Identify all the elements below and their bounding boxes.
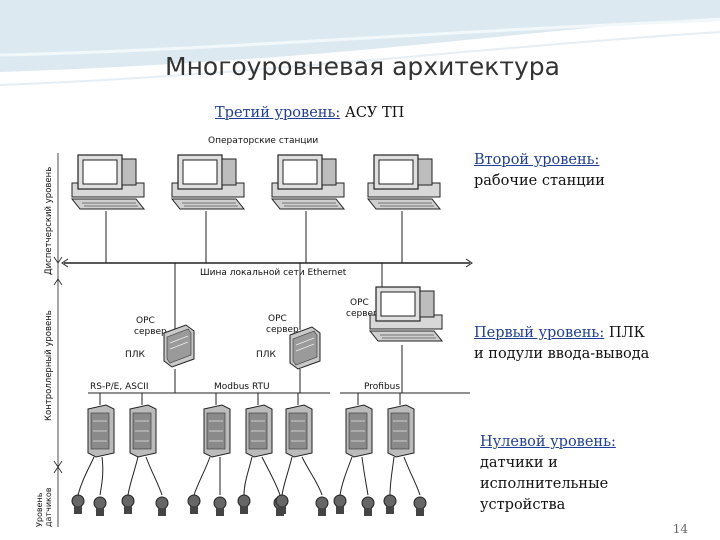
operator-stations-label: Операторские станции bbox=[208, 136, 318, 146]
operator-station-3 bbox=[271, 154, 345, 210]
bus-label-modbus: Modbus RTU bbox=[214, 382, 270, 392]
field-sensors bbox=[71, 494, 427, 517]
operator-station-4 bbox=[367, 154, 441, 210]
operator-station-1 bbox=[71, 154, 145, 210]
io-modules bbox=[87, 393, 415, 458]
page-number: 14 bbox=[672, 522, 688, 536]
opc-label-3: OPC bbox=[350, 298, 369, 308]
level-two-label: Второй уровень: bbox=[474, 152, 600, 168]
side-label-control: Контроллерный уровень bbox=[44, 310, 54, 421]
page-title: Многоуровневая архитектура bbox=[165, 52, 560, 81]
lan-bus-label: Шина локальной сети Ethernet bbox=[200, 268, 347, 278]
plc-label-2: ПЛК bbox=[256, 350, 277, 360]
level-one-label: Первый уровень: bbox=[474, 325, 605, 341]
bus-label-rs: RS-P/E, ASCII bbox=[90, 382, 149, 392]
architecture-diagram: Диспетчерский уровень Контроллерный уров… bbox=[35, 136, 473, 527]
plc-1 bbox=[163, 324, 195, 368]
level-zero-text-3: устройства bbox=[480, 497, 566, 513]
level-one-text-2: и подули ввода-вывода bbox=[474, 346, 650, 362]
level-zero-caption: Нулевой уровень: датчики и исполнительны… bbox=[480, 432, 616, 516]
server-label-1: сервер bbox=[134, 327, 167, 337]
level-three-caption: Третий уровень: АСУ ТП bbox=[215, 103, 404, 124]
sensor-cables bbox=[77, 456, 421, 496]
level-one-caption: Первый уровень: ПЛК и подули ввода-вывод… bbox=[474, 323, 650, 365]
server-label-3: сервер bbox=[346, 309, 379, 319]
server-label-2: сервер bbox=[266, 325, 299, 335]
level-zero-label: Нулевой уровень: bbox=[480, 434, 616, 450]
plc-2 bbox=[289, 326, 321, 370]
level-one-text-1: ПЛК bbox=[604, 325, 645, 341]
level-zero-text-2: исполнительные bbox=[480, 476, 609, 492]
bus-label-profibus: Profibus bbox=[364, 382, 400, 392]
side-label-sensors-1: Уровень bbox=[35, 492, 44, 527]
side-label-sensors-2: датчиков bbox=[44, 487, 53, 527]
decorative-wave-header bbox=[0, 0, 720, 86]
opc-label-1: OPC bbox=[136, 316, 155, 326]
level-zero-text-1: датчики и bbox=[480, 455, 558, 471]
side-label-dispatch: Диспетчерский уровень bbox=[44, 167, 54, 275]
opc-label-2: OPC bbox=[268, 314, 287, 324]
level-three-label: Третий уровень: bbox=[215, 105, 341, 121]
opc-server-station bbox=[369, 286, 443, 342]
level-two-caption: Второй уровень: рабочие станции bbox=[474, 150, 605, 192]
level-two-text: рабочие станции bbox=[474, 173, 605, 189]
level-three-text: АСУ ТП bbox=[340, 105, 405, 121]
plc-label-1: ПЛК bbox=[125, 350, 146, 360]
operator-station-2 bbox=[171, 154, 245, 210]
